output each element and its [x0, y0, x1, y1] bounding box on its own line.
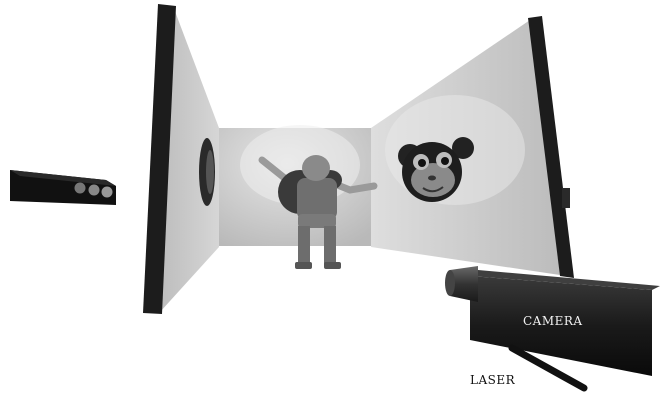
projector-icon [10, 170, 116, 205]
camera-label: CAMERA [523, 314, 583, 328]
laser-label: LASER [470, 373, 515, 387]
right-wall-bracket [562, 188, 570, 208]
left-wall-monkey-face [199, 138, 215, 206]
